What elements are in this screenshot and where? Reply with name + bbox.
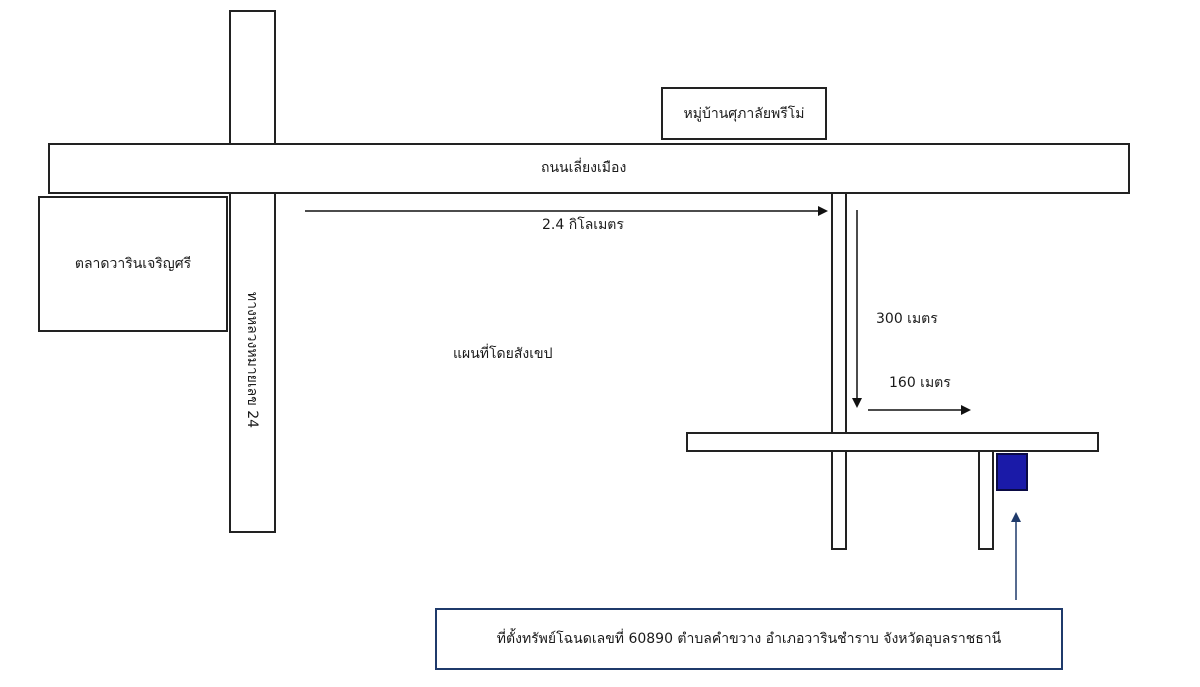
main-road	[48, 143, 1130, 194]
side-road-vertical	[831, 192, 847, 550]
highway-24-road-lower	[229, 192, 276, 533]
distance-label-300m: 300 เมตร	[876, 311, 938, 327]
sketch-map-label: แผนที่โดยสังเขป	[453, 346, 553, 362]
market-box: ตลาดวารินเจริญศรี	[38, 196, 228, 332]
distance-label-2-4km: 2.4 กิโลเมตร	[542, 217, 624, 233]
market-label: ตลาดวารินเจริญศรี	[74, 256, 192, 272]
side-road-horizontal	[686, 432, 1099, 452]
property-access-road	[978, 450, 994, 550]
property-marker	[996, 453, 1028, 491]
highway-24-road-upper	[229, 10, 276, 145]
village-label: หมู่บ้านศุภาลัยพรีโม่	[683, 105, 805, 122]
location-caption-box: ที่ตั้งทรัพย์โฉนดเลขที่ 60890 ตำบลคำขวาง…	[435, 608, 1063, 670]
location-caption: ที่ตั้งทรัพย์โฉนดเลขที่ 60890 ตำบลคำขวาง…	[496, 631, 1002, 647]
distance-label-160m: 160 เมตร	[889, 375, 951, 391]
village-box: หมู่บ้านศุภาลัยพรีโม่	[661, 87, 827, 140]
main-road-label: ถนนเลี่ยงเมือง	[541, 160, 627, 176]
